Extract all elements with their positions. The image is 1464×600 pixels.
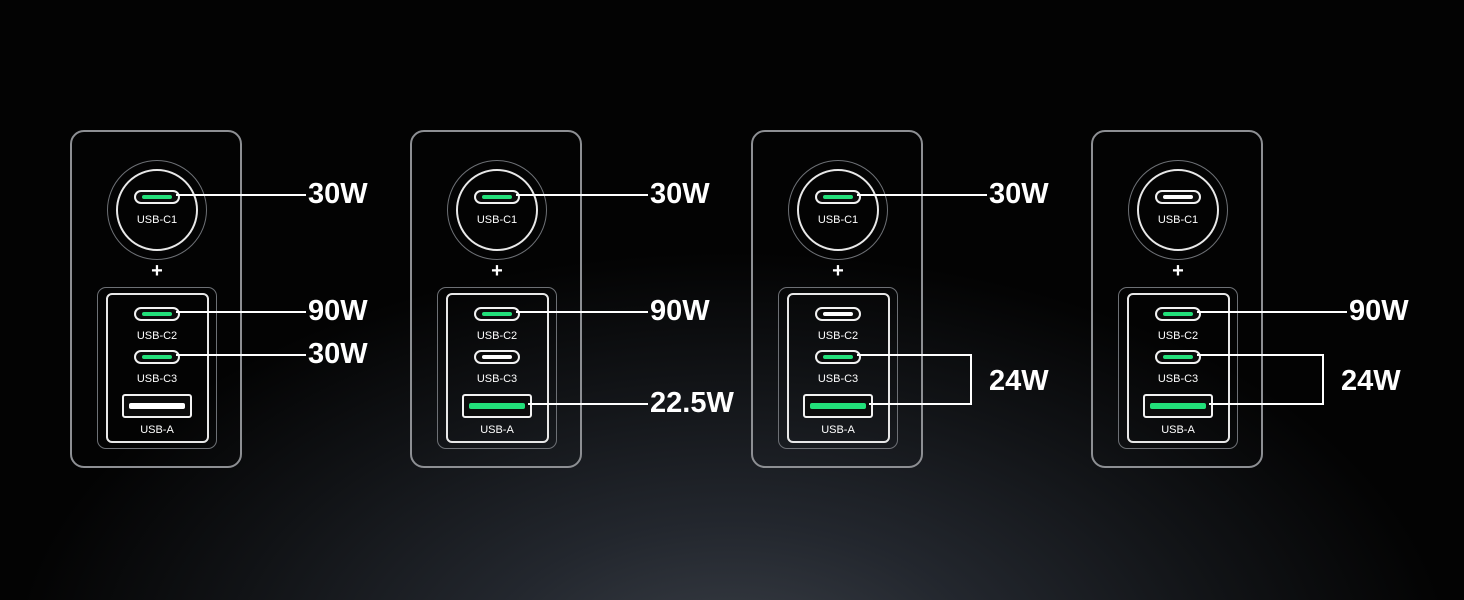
wattage-label: 24W [1341, 364, 1401, 397]
usb-c3-label: USB-C3 [817, 373, 859, 385]
usb-c1-port [1155, 190, 1201, 204]
usb-a-port [1143, 394, 1213, 418]
usb-a-slot [1150, 403, 1206, 409]
port-group-housing [446, 293, 549, 443]
usb-c1-label: USB-C1 [136, 214, 178, 226]
usb-c3-port [815, 350, 861, 364]
usb-c2-port [134, 307, 180, 321]
power-line [857, 354, 971, 356]
power-line [857, 194, 987, 196]
usb-c1-label: USB-C1 [817, 214, 859, 226]
power-line [869, 403, 971, 405]
usb-c2-label: USB-C2 [817, 330, 859, 342]
wattage-label: 30W [989, 178, 1049, 210]
usb-c3-slot [142, 355, 172, 359]
plus-sign: + [832, 260, 844, 282]
usb-c1-glow-ring [447, 160, 547, 260]
port-group-housing [787, 293, 890, 443]
usb-c1-slot [482, 195, 512, 199]
usb-c3-label: USB-C3 [476, 373, 518, 385]
power-line [528, 403, 648, 405]
port-group-glow [97, 287, 217, 449]
usb-a-slot [810, 403, 866, 409]
usb-a-port [803, 394, 873, 418]
port-group-housing [106, 293, 209, 443]
usb-c2-slot [482, 312, 512, 316]
usb-c1-glow-ring [1128, 160, 1228, 260]
wattage-label: 30W [650, 178, 710, 210]
usb-c3-label: USB-C3 [136, 373, 178, 385]
usb-a-label: USB-A [140, 424, 174, 436]
usb-c3-slot [1163, 355, 1193, 359]
usb-c2-port [474, 307, 520, 321]
usb-c1-housing [116, 169, 198, 251]
power-line [516, 311, 648, 313]
usb-c3-port [1155, 350, 1201, 364]
usb-c1-housing [797, 169, 879, 251]
usb-c1-glow-ring [788, 160, 888, 260]
usb-c1-slot [142, 195, 172, 199]
wattage-label: 30W [308, 178, 368, 210]
usb-c2-slot [1163, 312, 1193, 316]
power-line [176, 354, 306, 356]
usb-c3-port [134, 350, 180, 364]
port-group-housing [1127, 293, 1230, 443]
usb-a-label: USB-A [821, 424, 855, 436]
usb-c1-housing [456, 169, 538, 251]
wattage-label: 90W [308, 295, 368, 327]
port-group-glow [1118, 287, 1238, 449]
power-line [1197, 311, 1347, 313]
power-line [176, 194, 306, 196]
usb-c2-label: USB-C2 [136, 330, 178, 342]
usb-c1-housing [1137, 169, 1219, 251]
usb-c2-label: USB-C2 [1157, 330, 1199, 342]
usb-a-slot [469, 403, 525, 409]
usb-a-label: USB-A [480, 424, 514, 436]
power-line [1197, 354, 1323, 356]
wattage-label: 90W [650, 295, 710, 327]
power-line [1209, 403, 1323, 405]
usb-c1-slot [1163, 195, 1193, 199]
usb-c2-port [815, 307, 861, 321]
usb-c3-slot [482, 355, 512, 359]
usb-c3-port [474, 350, 520, 364]
usb-c2-label: USB-C2 [476, 330, 518, 342]
power-line [176, 311, 306, 313]
usb-a-label: USB-A [1161, 424, 1195, 436]
usb-c2-slot [142, 312, 172, 316]
wattage-label: 30W [308, 338, 368, 370]
usb-c1-label: USB-C1 [476, 214, 518, 226]
usb-c1-glow-ring [107, 160, 207, 260]
bracket-line [1322, 354, 1324, 405]
usb-c1-port [134, 190, 180, 204]
plus-sign: + [151, 260, 163, 282]
bracket-line [970, 354, 972, 405]
plus-sign: + [491, 260, 503, 282]
usb-c1-label: USB-C1 [1157, 214, 1199, 226]
power-line [516, 194, 648, 196]
wattage-label: 24W [989, 364, 1049, 397]
usb-a-port [462, 394, 532, 418]
usb-c1-port [474, 190, 520, 204]
usb-a-slot [129, 403, 185, 409]
usb-a-port [122, 394, 192, 418]
usb-c1-port [815, 190, 861, 204]
usb-c2-port [1155, 307, 1201, 321]
port-group-glow [778, 287, 898, 449]
usb-c2-slot [823, 312, 853, 316]
usb-c3-slot [823, 355, 853, 359]
usb-c1-slot [823, 195, 853, 199]
wattage-label: 22.5W [650, 387, 734, 419]
port-group-glow [437, 287, 557, 449]
wattage-label: 90W [1349, 295, 1409, 327]
usb-c3-label: USB-C3 [1157, 373, 1199, 385]
plus-sign: + [1172, 260, 1184, 282]
